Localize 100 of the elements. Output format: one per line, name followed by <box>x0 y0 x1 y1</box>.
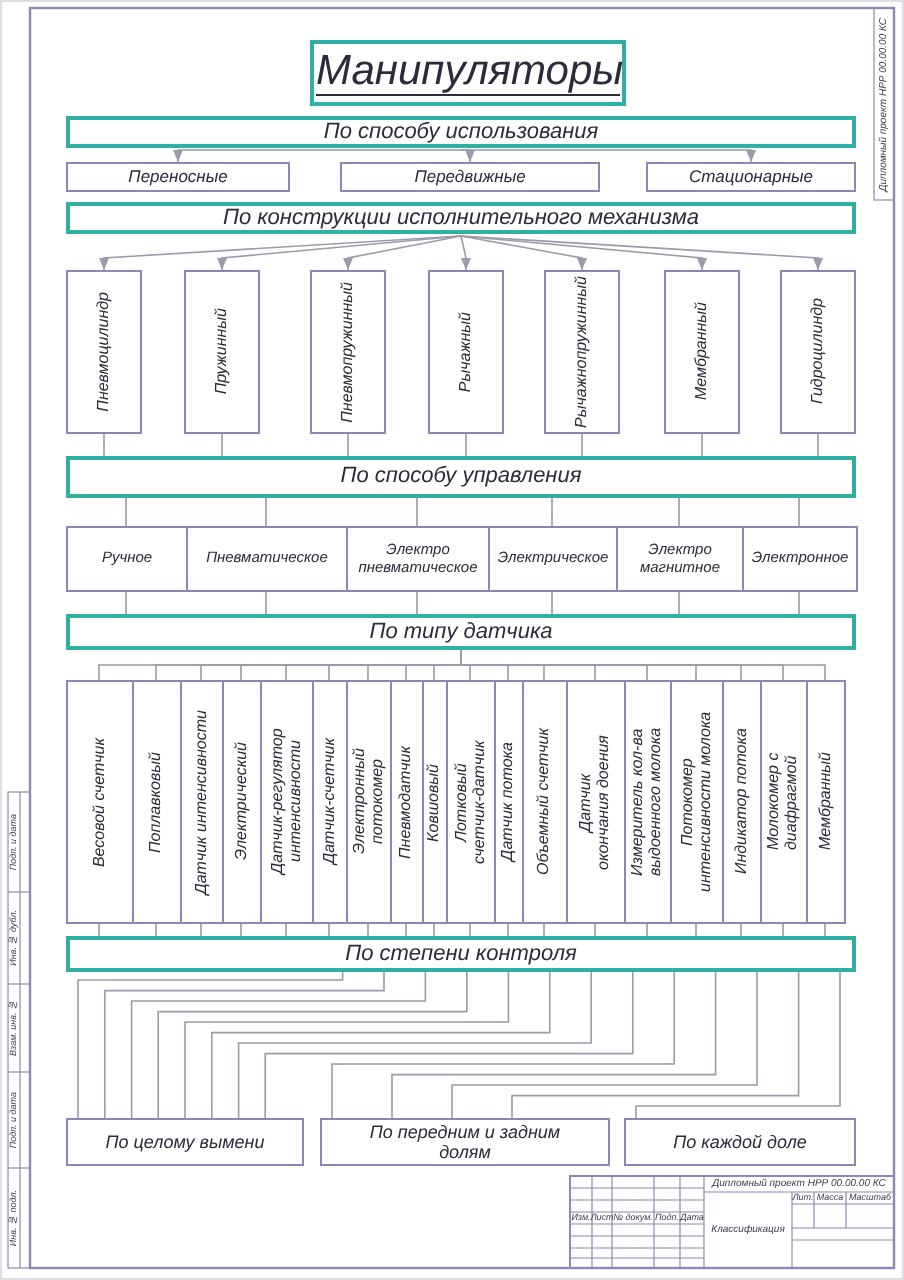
sensor-label: Потокомер интенсивности молока <box>679 709 715 897</box>
connector-line <box>155 923 157 937</box>
connector-line <box>701 433 703 457</box>
category-band <box>66 202 856 234</box>
class-label: Пружинный <box>213 308 231 396</box>
class-box <box>66 270 142 434</box>
class-label: По целому вымени <box>105 1131 265 1153</box>
arrow <box>460 149 475 163</box>
connector-line <box>265 497 267 527</box>
sensor-label: Индикатор потока <box>733 728 751 876</box>
connector-line <box>405 923 407 937</box>
sensor-box <box>722 680 762 924</box>
arrow <box>173 149 462 163</box>
arrow <box>460 235 823 271</box>
sensor-label: Электронный потокомер <box>351 746 387 859</box>
category-band <box>66 116 856 148</box>
sensor-box <box>624 680 672 924</box>
connector-line <box>581 433 583 457</box>
connector-line <box>130 971 427 1119</box>
class-label: Мембранный <box>693 302 711 402</box>
connector-line <box>367 923 369 937</box>
class-label: Гидроцилиндр <box>809 298 827 406</box>
connector-line <box>740 923 742 937</box>
class-box <box>320 1118 610 1166</box>
class-label: Рычажный <box>457 311 475 393</box>
sensor-box <box>312 680 348 924</box>
class-box <box>544 270 620 434</box>
arrow <box>217 235 462 271</box>
sensor-box <box>180 680 224 924</box>
connector-line <box>328 923 330 937</box>
connector-line <box>157 971 468 1119</box>
connector-line <box>543 923 545 937</box>
class-label: Пневмоцилиндр <box>95 292 113 412</box>
connector-line <box>264 971 634 1119</box>
sensor-box <box>494 680 524 924</box>
class-label: Переносные <box>128 168 228 186</box>
sensor-box <box>446 680 496 924</box>
category-band <box>66 936 856 972</box>
connector-line <box>265 591 267 615</box>
sensor-label: Датчик-счетчик <box>321 738 339 866</box>
class-box <box>346 526 490 592</box>
class-box <box>488 526 618 592</box>
connector-line <box>103 433 105 457</box>
connector-line <box>678 591 680 615</box>
category-heading: По типу датчика <box>369 621 553 643</box>
connector-line <box>184 971 510 1119</box>
sensor-label: Измеритель кол-ва выдоенного молока <box>630 725 666 881</box>
connector-line <box>211 971 551 1119</box>
class-label: Стационарные <box>689 168 813 186</box>
sensor-label: Молокомер с диафрагмой <box>766 751 802 855</box>
connector-line <box>507 923 509 937</box>
connector-line <box>125 591 127 615</box>
connector-line <box>391 971 717 1119</box>
arrow <box>99 235 462 271</box>
class-box <box>340 162 600 192</box>
class-box <box>664 270 740 434</box>
class-box <box>646 162 856 192</box>
category-heading: По способу использования <box>323 121 599 143</box>
arrow <box>460 235 471 271</box>
connector-line <box>798 591 800 615</box>
sensor-label: Мембранный <box>817 752 835 852</box>
sensor-box <box>346 680 392 924</box>
connector-line <box>511 971 800 1119</box>
connector-line <box>347 433 349 457</box>
class-label: По каждой доле <box>673 1131 807 1153</box>
sensor-box <box>760 680 808 924</box>
connector-line <box>98 923 100 937</box>
class-box <box>66 162 290 192</box>
connector-line <box>798 497 800 527</box>
sensor-box <box>670 680 724 924</box>
connector-line <box>635 971 841 1119</box>
connector-line <box>125 497 127 527</box>
class-label: Передвижные <box>414 168 526 186</box>
connector-line <box>221 433 223 457</box>
connector-line <box>331 971 675 1119</box>
connector-line <box>77 971 344 1119</box>
class-box <box>184 270 260 434</box>
category-heading: По степени контроля <box>345 943 577 965</box>
sensor-box <box>390 680 424 924</box>
connector-line <box>646 923 648 937</box>
sensor-label: Ковшовый <box>426 763 444 841</box>
class-label: Рычажнопружинный <box>573 276 591 428</box>
class-box <box>66 1118 304 1166</box>
arrow <box>343 235 462 271</box>
class-label: По передним и задним долям <box>367 1121 563 1163</box>
arrow <box>460 235 587 271</box>
category-heading: По конструкции исполнительного механизма <box>222 207 700 229</box>
sensor-label: Поплавковый <box>148 751 166 853</box>
arrow <box>460 149 756 163</box>
connector-line <box>416 591 418 615</box>
connector-line <box>285 923 287 937</box>
sensor-box <box>422 680 448 924</box>
connector-line <box>678 497 680 527</box>
sensor-label: Объемный счетчик <box>536 728 554 876</box>
connector-line <box>594 923 596 937</box>
connector-line <box>416 497 418 527</box>
connector-line <box>824 923 826 937</box>
class-box <box>186 526 348 592</box>
sensor-label: Пневмодатчик <box>398 745 416 859</box>
sensor-box <box>66 680 134 924</box>
